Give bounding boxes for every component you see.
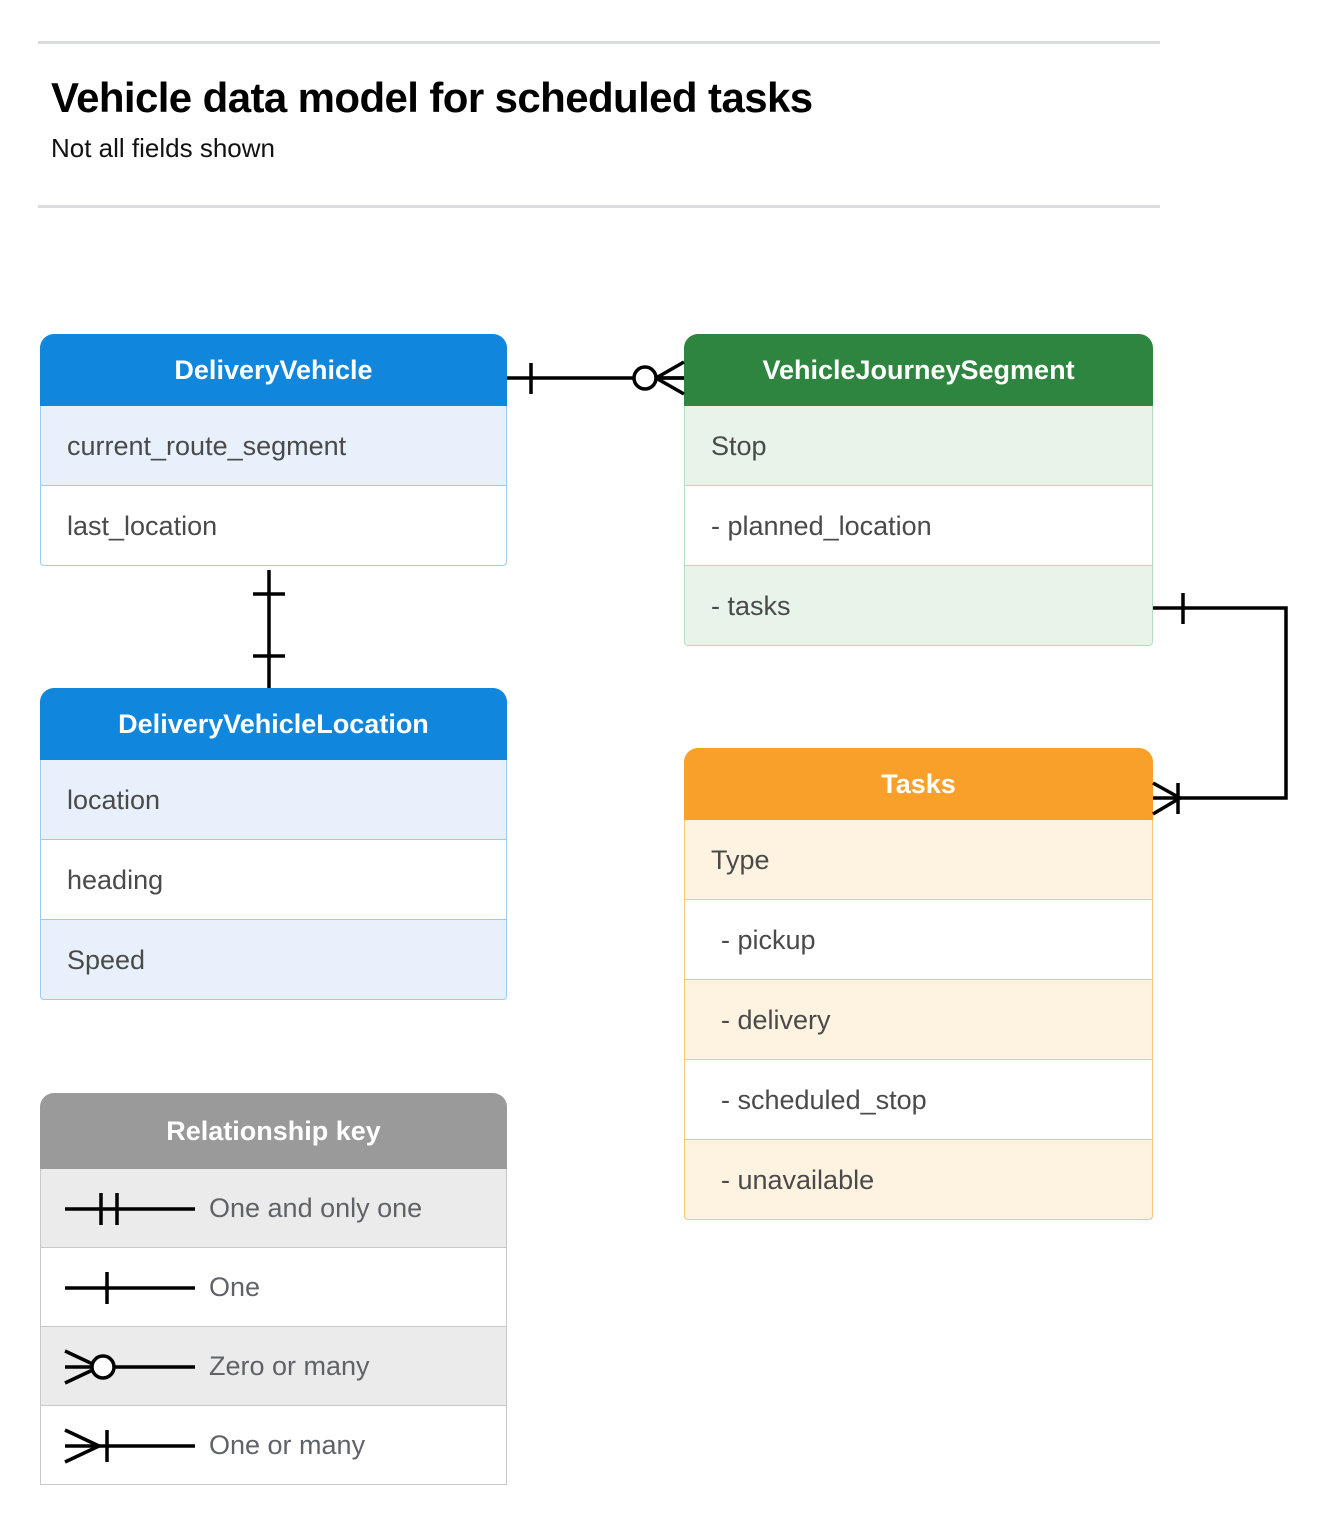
entity-field-row: last_location: [40, 486, 507, 566]
entity-field-row: heading: [40, 840, 507, 920]
relationship-key-title: Relationship key: [40, 1093, 507, 1169]
entity-field-row: - planned_location: [684, 486, 1153, 566]
legend-row-one: One: [40, 1248, 507, 1327]
entity-field-row: current_route_segment: [40, 406, 507, 486]
legend-label: One: [209, 1271, 261, 1302]
entity-field-row: - scheduled_stop: [684, 1060, 1153, 1140]
entity-field-row: - tasks: [684, 566, 1153, 646]
entity-field-row: - unavailable: [684, 1140, 1153, 1220]
legend-label: Zero or many: [209, 1350, 370, 1381]
legend-label: One or many: [209, 1429, 366, 1460]
entity-delivery-vehicle[interactable]: DeliveryVehicle current_route_segment la…: [40, 334, 507, 566]
connector-deliveryvehicle-vehiclejourneysegment: [507, 360, 685, 396]
legend-row-one-and-only-one: One and only one: [40, 1169, 507, 1248]
header-divider-top: [38, 41, 1160, 44]
entity-field-row: Type: [684, 820, 1153, 900]
legend-label: One and only one: [209, 1192, 423, 1223]
one-or-many-icon: [41, 1406, 209, 1485]
entity-delivery-vehicle-location[interactable]: DeliveryVehicleLocation location heading…: [40, 688, 507, 1000]
one-icon: [41, 1248, 209, 1327]
connector-deliveryvehicle-deliveryvehiclelocation: [253, 570, 285, 688]
header-divider-bottom: [38, 205, 1160, 208]
entity-vehicle-journey-segment[interactable]: VehicleJourneySegment Stop - planned_loc…: [684, 334, 1153, 646]
entity-field-row: - delivery: [684, 980, 1153, 1060]
page-subtitle: Not all fields shown: [51, 133, 275, 163]
entity-field-row: - pickup: [684, 900, 1153, 980]
zero-or-many-icon: [41, 1327, 209, 1406]
relationship-key-panel: Relationship key One and only one One: [40, 1093, 507, 1485]
entity-field-row: Speed: [40, 920, 507, 1000]
page-title: Vehicle data model for scheduled tasks: [51, 74, 813, 121]
entity-title-delivery-vehicle-location: DeliveryVehicleLocation: [40, 688, 507, 760]
entity-title-tasks: Tasks: [684, 748, 1153, 820]
connector-vehiclejourneysegment-tasks: [1152, 593, 1288, 816]
legend-row-zero-or-many: Zero or many: [40, 1327, 507, 1406]
entity-title-delivery-vehicle: DeliveryVehicle: [40, 334, 507, 406]
entity-field-row: Stop: [684, 406, 1153, 486]
entity-tasks[interactable]: Tasks Type - pickup - delivery - schedul…: [684, 748, 1153, 1220]
one-and-only-one-icon: [41, 1169, 209, 1248]
entity-field-row: location: [40, 760, 507, 840]
legend-row-one-or-many: One or many: [40, 1406, 507, 1485]
entity-title-vehicle-journey-segment: VehicleJourneySegment: [684, 334, 1153, 406]
